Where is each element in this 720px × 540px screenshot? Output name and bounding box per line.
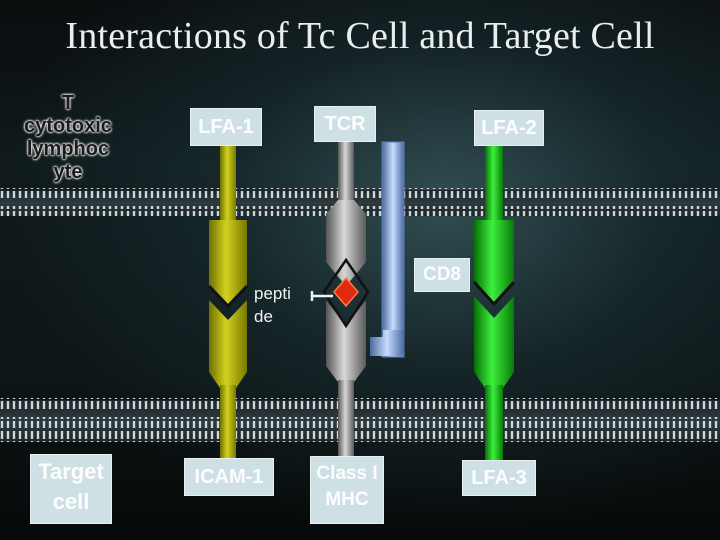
lfa2-molecule xyxy=(474,145,514,304)
target-cell-label: Target cell xyxy=(30,454,112,524)
target-cell-membrane xyxy=(0,398,720,442)
tcr-molecule xyxy=(326,140,366,286)
peptide-label-line-1: pepti xyxy=(254,284,291,303)
t-cell-label-line-2: cytotoxic xyxy=(24,115,112,137)
class1-mhc-label-line-2: MHC xyxy=(325,489,369,510)
icam1-molecule xyxy=(209,300,247,465)
t-cell-label-line-3: lymphoc xyxy=(26,138,110,160)
cd8-label: CD8 xyxy=(414,258,470,292)
target-cell-label-line-1: Target xyxy=(38,459,104,484)
lfa3-molecule xyxy=(474,296,514,463)
target-cell-label-line-2: cell xyxy=(52,489,90,514)
lfa2-label: LFA-2 xyxy=(474,110,544,146)
peptide-label-line-2: de xyxy=(254,307,273,326)
t-cell-label-line-1: T xyxy=(61,92,75,114)
peptide-marker xyxy=(333,276,359,308)
icam1-label: ICAM-1 xyxy=(184,458,274,496)
lfa2-lfa3-junction xyxy=(472,280,516,307)
antigen-binding-groove xyxy=(322,257,370,329)
peptide-pointer xyxy=(310,291,333,301)
peptide-label: pepti de xyxy=(254,282,302,328)
lfa1-molecule xyxy=(209,145,247,306)
lfa1-icam1-junction xyxy=(207,284,249,309)
slide-title: Interactions of Tc Cell and Target Cell xyxy=(65,15,655,57)
cd8-molecule xyxy=(370,141,405,358)
lfa1-label: LFA-1 xyxy=(190,108,262,146)
t-cell-label-line-4: yte xyxy=(53,161,83,183)
class1-mhc-molecule xyxy=(326,300,366,464)
class1-mhc-label-line-1: Class I xyxy=(316,463,378,484)
class1-mhc-label: Class I MHC xyxy=(310,456,384,524)
lfa3-label: LFA-3 xyxy=(462,460,536,496)
t-cell-label: T cytotoxic lymphoc yte xyxy=(4,92,132,184)
tcr-label: TCR xyxy=(314,106,376,142)
